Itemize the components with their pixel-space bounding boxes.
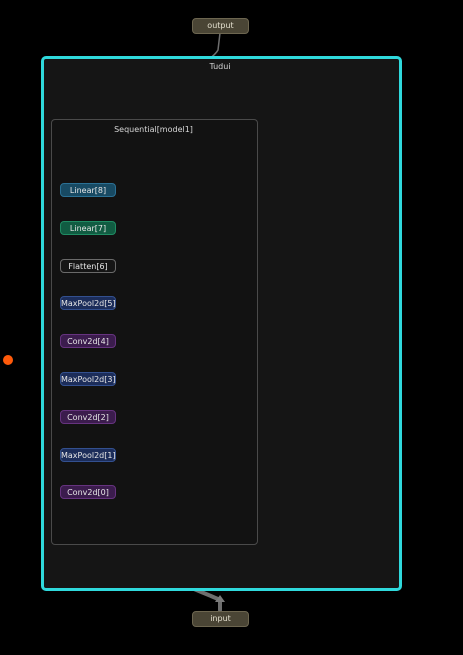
layer-node-conv2[interactable]: Conv2d[2] (60, 410, 116, 424)
connection-dot-icon[interactable] (3, 355, 13, 365)
sequential-group-label: Sequential[model1] (114, 125, 193, 134)
edge-arrow-icon-input (215, 595, 225, 602)
layer-node-maxpool1[interactable]: MaxPool2d[1] (60, 448, 116, 462)
layer-node-conv4[interactable]: Conv2d[4] (60, 334, 116, 348)
input-node[interactable]: input (192, 611, 249, 627)
layer-node-linear8[interactable]: Linear[8] (60, 183, 116, 197)
layer-node-maxpool5[interactable]: MaxPool2d[5] (60, 296, 116, 310)
layer-node-linear7[interactable]: Linear[7] (60, 221, 116, 235)
layer-node-conv0[interactable]: Conv2d[0] (60, 485, 116, 499)
layer-node-maxpool3[interactable]: MaxPool2d[3] (60, 372, 116, 386)
layer-node-flatten6[interactable]: Flatten[6] (60, 259, 116, 273)
tudui-group-label: Tudui (209, 62, 231, 71)
output-node[interactable]: output (192, 18, 249, 34)
